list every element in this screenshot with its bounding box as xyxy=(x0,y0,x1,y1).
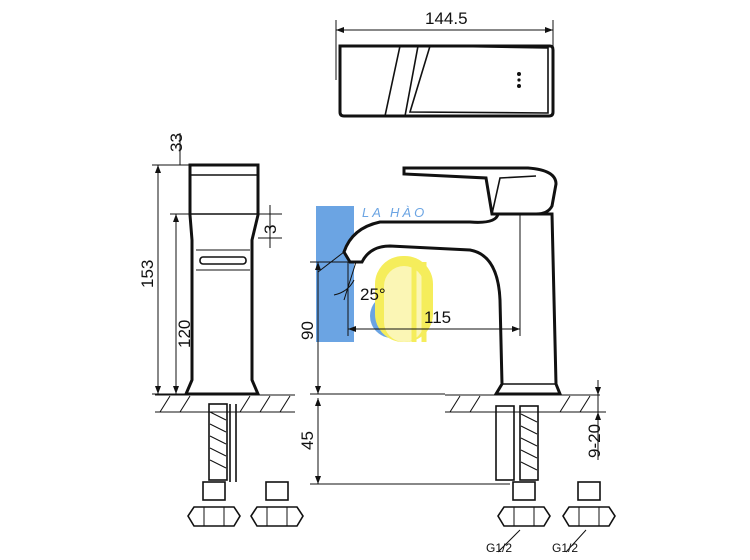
dim-spout-angle: 25° xyxy=(360,285,386,304)
front-nut-right xyxy=(562,481,616,527)
side-nut-right xyxy=(250,481,304,527)
dim-lever-gap: 3 xyxy=(261,225,280,234)
dim-total-height: 153 xyxy=(138,260,157,288)
top-view: 144.5 xyxy=(335,9,555,118)
dim-below-deck: 45 xyxy=(298,431,317,450)
dim-spout-reach: 115 xyxy=(424,308,451,327)
dim-deck-range: 9-20 xyxy=(585,424,604,458)
dim-head-height: 33 xyxy=(167,133,186,152)
side-view: 33 153 120 3 xyxy=(138,133,304,527)
dim-spout-height: 90 xyxy=(298,321,317,340)
side-nut-left xyxy=(187,481,241,527)
connector-label-right: G1/2 xyxy=(552,541,578,555)
front-view: 25° 115 90 45 9-20 xyxy=(298,166,616,555)
connector-label-left: G1/2 xyxy=(486,541,512,555)
front-nut-left xyxy=(497,481,551,527)
dim-body-height: 120 xyxy=(175,320,194,348)
dim-top-width: 144.5 xyxy=(425,9,468,28)
watermark-text: LA HÀO xyxy=(362,205,427,220)
